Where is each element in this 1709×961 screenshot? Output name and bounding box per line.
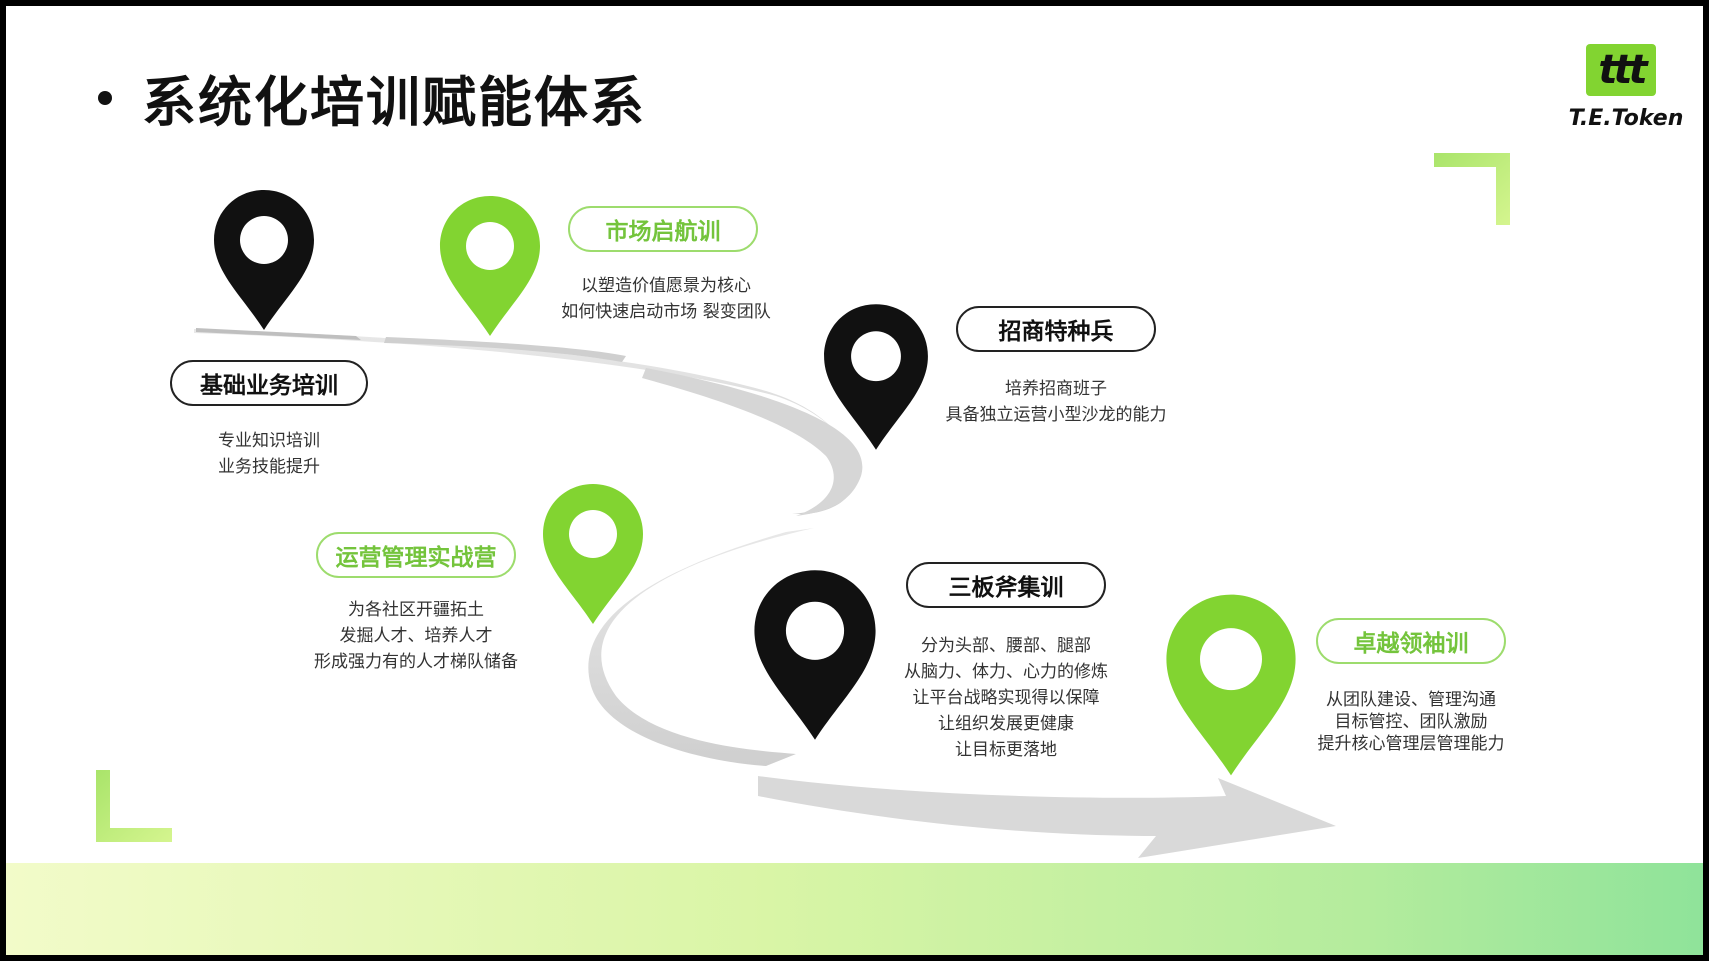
stage-desc-basic-training: 专业知识培训 业务技能提升 <box>169 428 369 480</box>
stage-label-operations-camp: 运营管理实战营 <box>316 532 516 578</box>
desc-line: 发掘人才、培养人才 <box>339 626 493 646</box>
page-title: 系统化培训赋能体系 <box>142 71 646 134</box>
desc-line: 从脑力、体力、心力的修炼 <box>904 662 1108 682</box>
stage-label-market-launch: 市场启航训 <box>568 206 758 252</box>
desc-line: 专业知识培训 <box>218 431 320 451</box>
desc-line: 培养招商班子 <box>1005 379 1107 399</box>
corner-bracket-bottom-left <box>96 770 172 842</box>
title-row: 系统化培训赋能体系 <box>98 58 646 137</box>
location-pin-icon <box>543 484 643 624</box>
desc-line: 业务技能提升 <box>218 457 320 477</box>
location-pin-icon <box>1166 594 1296 776</box>
bottom-gradient-band <box>6 863 1703 955</box>
road-path <box>194 328 1336 858</box>
stage-desc-three-axes: 分为头部、腰部、腿部 从脑力、体力、心力的修炼 让平台战略实现得以保障 让组织发… <box>886 633 1126 763</box>
brand-logo-icon: ttt <box>1586 44 1656 96</box>
stage-desc-operations-camp: 为各社区开疆拓土 发掘人才、培养人才 形成强力有的人才梯队储备 <box>296 597 536 675</box>
stage-desc-investment-force: 培养招商班子 具备独立运营小型沙龙的能力 <box>926 376 1186 428</box>
slide: 系统化培训赋能体系 ttt T.E.Token <box>6 6 1703 955</box>
desc-line: 以塑造价值愿景为核心 <box>581 276 751 296</box>
desc-line: 分为头部、腰部、腿部 <box>921 636 1091 656</box>
location-pin-icon <box>754 570 876 740</box>
location-pin-icon <box>440 196 540 336</box>
logo-text: T.E.Token <box>1568 106 1684 131</box>
stage-desc-market-launch: 以塑造价值愿景为核心 如何快速启动市场 裂变团队 <box>536 273 796 325</box>
stage-desc-leadership: 从团队建设、管理沟通 目标管控、团队激励 提升核心管理层管理能力 <box>1281 689 1541 755</box>
location-pin-icon <box>214 190 314 330</box>
desc-line: 具备独立运营小型沙龙的能力 <box>945 405 1167 425</box>
stage-label-leadership: 卓越领袖训 <box>1316 618 1506 664</box>
logo-mark: ttt <box>1598 47 1647 93</box>
bullet-dot <box>98 90 112 105</box>
desc-line: 为各社区开疆拓土 <box>348 600 484 620</box>
stage-label-three-axes: 三板斧集训 <box>906 562 1106 608</box>
corner-bracket-top-right <box>1434 153 1510 225</box>
desc-line: 目标管控、团队激励 <box>1334 712 1488 732</box>
stage-label-investment-force: 招商特种兵 <box>956 306 1156 352</box>
desc-line: 形成强力有的人才梯队储备 <box>314 652 518 672</box>
desc-line: 让平台战略实现得以保障 <box>912 688 1100 708</box>
stage-label-basic-training: 基础业务培训 <box>170 360 368 406</box>
desc-line: 让组织发展更健康 <box>938 714 1074 734</box>
desc-line: 提升核心管理层管理能力 <box>1317 734 1505 754</box>
desc-line: 从团队建设、管理沟通 <box>1326 690 1496 710</box>
location-pin-icon <box>824 304 928 450</box>
desc-line: 让目标更落地 <box>955 740 1057 760</box>
desc-line: 如何快速启动市场 裂变团队 <box>561 302 771 322</box>
